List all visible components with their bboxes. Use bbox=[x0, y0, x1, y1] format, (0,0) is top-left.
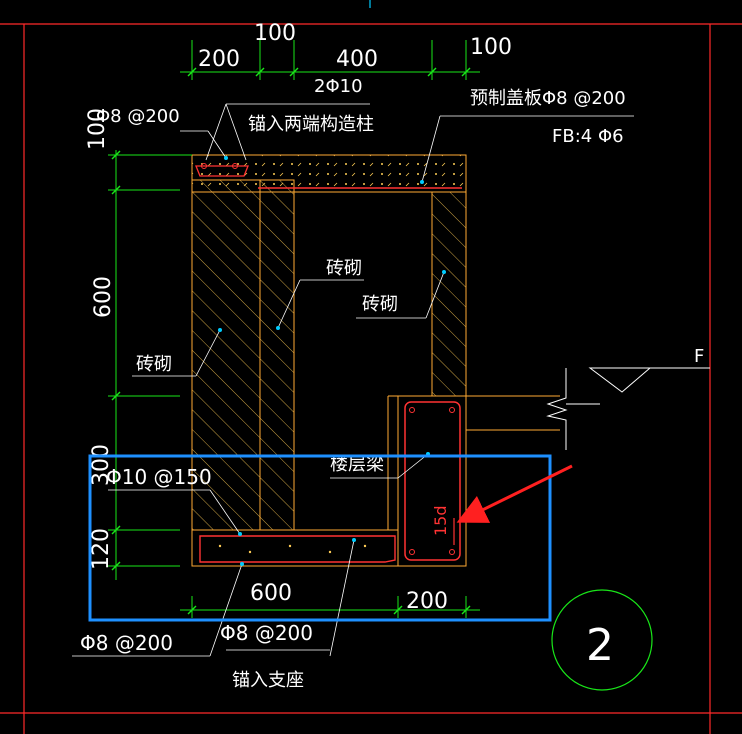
dim-top-400: 400 bbox=[336, 47, 378, 72]
dimension-lines bbox=[108, 40, 480, 618]
label-brick-1: 砖砌 bbox=[326, 258, 362, 279]
label-precast-cover: 预制盖板Φ8 @200 bbox=[470, 88, 626, 109]
annotation-arrow bbox=[456, 464, 573, 523]
label-2phi10: 2Φ10 bbox=[314, 76, 363, 97]
label-anchor-support: 锚入支座 bbox=[232, 670, 304, 691]
label-anchor-both-ends: 锚入两端构造柱 bbox=[248, 114, 374, 135]
dim-left-600: 600 bbox=[91, 276, 116, 318]
label-brick-2: 砖砌 bbox=[362, 294, 398, 315]
label-fb: FB:4 Φ6 bbox=[552, 126, 624, 147]
break-line bbox=[546, 367, 710, 450]
label-axis-f: F bbox=[694, 346, 704, 367]
dim-top-100-right: 100 bbox=[470, 35, 512, 60]
label-phi8-200-left: Φ8 @200 bbox=[80, 631, 173, 655]
dim-top-100-left: 100 bbox=[254, 21, 296, 46]
brick-wall-left bbox=[191, 179, 295, 531]
dim-left-100: 100 bbox=[85, 108, 110, 150]
dimension-ticks bbox=[111, 67, 471, 615]
label-phi8-200-top: Φ8 @200 bbox=[96, 106, 180, 127]
detail-number: 2 bbox=[586, 620, 614, 671]
leader-dots bbox=[218, 156, 446, 566]
channel-outline bbox=[294, 191, 560, 530]
dim-top-200: 200 bbox=[198, 47, 240, 72]
dim-bottom-600: 600 bbox=[250, 581, 292, 606]
label-phi8-200-right: Φ8 @200 bbox=[220, 621, 313, 645]
dim-left-300: 300 bbox=[89, 444, 114, 486]
dim-left-120: 120 bbox=[89, 528, 114, 570]
brick-wall-right bbox=[431, 191, 467, 397]
leader-lines bbox=[72, 103, 634, 657]
detail-number-marker: 2 bbox=[551, 589, 653, 691]
bottom-slab bbox=[191, 529, 399, 567]
floor-beam bbox=[397, 395, 467, 567]
label-15d: 15d bbox=[431, 505, 450, 536]
label-brick-3: 砖砌 bbox=[136, 354, 172, 375]
precast-cover-slab bbox=[191, 154, 467, 193]
label-floor-beam: 楼层梁 bbox=[330, 454, 384, 475]
label-phi10-150: Φ10 @150 bbox=[106, 465, 212, 489]
dim-bottom-200: 200 bbox=[406, 589, 448, 614]
highlight-box bbox=[88, 454, 552, 622]
